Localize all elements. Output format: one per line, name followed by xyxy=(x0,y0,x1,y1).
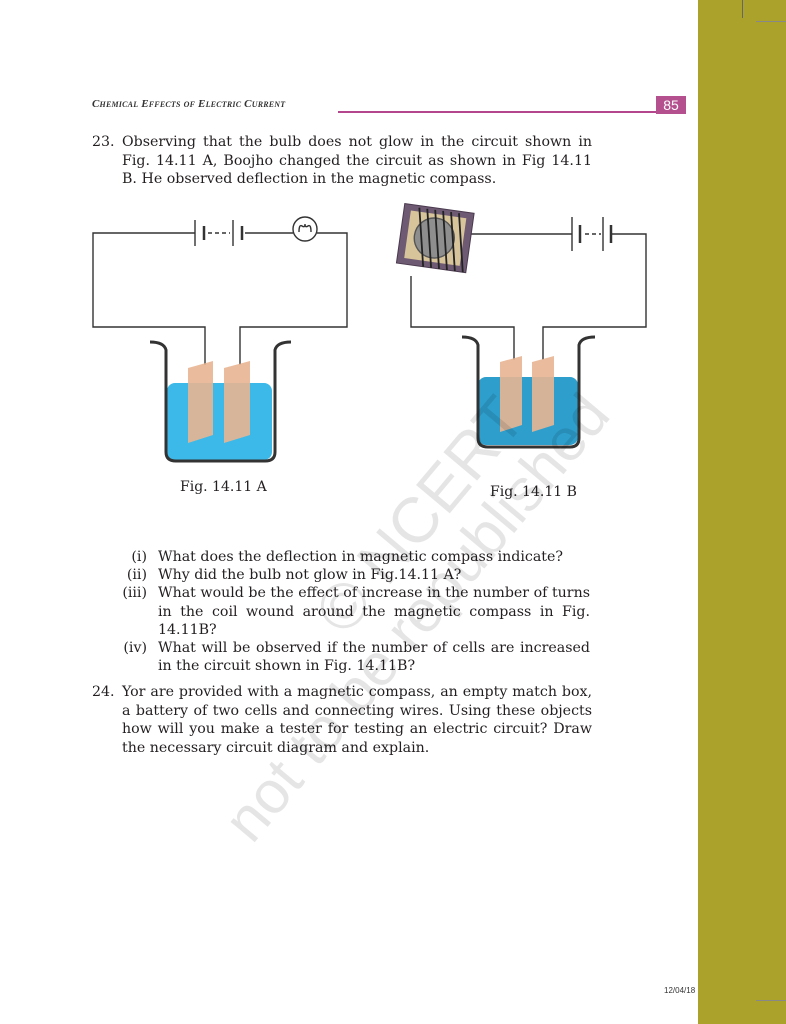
crop-mark xyxy=(742,0,743,18)
crop-mark xyxy=(756,21,786,22)
figure-14-11-b xyxy=(395,203,647,449)
wire xyxy=(239,232,348,365)
liquid xyxy=(167,383,272,460)
sub-question: (ii) Why did the bulb not glow in Fig.14.… xyxy=(110,566,590,584)
question-text: Observing that the bulb does not glow in… xyxy=(122,134,592,187)
question-text: Yor are provided with a magnetic compass… xyxy=(122,684,592,756)
sub-questions: (i) What does the deflection in magnetic … xyxy=(110,548,590,675)
sub-question-label: (i) xyxy=(131,549,147,565)
sub-question-text: What would be the effect of increase in … xyxy=(158,585,590,638)
page-number: 85 xyxy=(656,96,686,114)
electrode xyxy=(188,361,213,443)
crop-mark xyxy=(756,1000,786,1001)
battery-icon xyxy=(194,220,244,246)
bulb-icon xyxy=(292,216,318,242)
sub-question-text: What will be observed if the number of c… xyxy=(158,640,590,675)
compass-in-matchbox-icon xyxy=(395,203,475,274)
sub-question-label: (ii) xyxy=(126,567,147,584)
sub-question-label: (iii) xyxy=(122,585,147,602)
sub-question-text: Why did the bulb not glow in Fig.14.11 A… xyxy=(158,567,462,584)
sub-question: (i) What does the deflection in magnetic … xyxy=(110,548,590,566)
electrode xyxy=(224,361,250,443)
question-24: 24. Yor are provided with a magnetic com… xyxy=(92,683,592,757)
sub-question-label: (iv) xyxy=(123,640,147,657)
beaker xyxy=(149,340,292,463)
running-title: Chemical Effects of Electric Current xyxy=(92,98,286,110)
figure-caption-a: Fig. 14.11 A xyxy=(180,479,267,495)
question-23: 23. Observing that the bulb does not glo… xyxy=(92,133,592,189)
figure-14-11-a xyxy=(92,216,348,463)
question-number: 24. xyxy=(92,684,115,700)
sub-question-text: What does the deflection in magnetic com… xyxy=(158,549,564,565)
electrode xyxy=(532,356,554,432)
beaker xyxy=(461,335,596,449)
electrode xyxy=(500,356,522,432)
figure-caption-b: Fig. 14.11 B xyxy=(490,484,577,500)
wire xyxy=(410,276,515,360)
sub-question: (iv) What will be observed if the number … xyxy=(110,639,590,675)
battery-icon xyxy=(571,217,613,251)
wire xyxy=(542,233,647,360)
page-side-band xyxy=(698,0,786,1024)
question-number: 23. xyxy=(92,134,115,150)
wire xyxy=(92,232,206,365)
sub-question: (iii) What would be the effect of increas… xyxy=(110,584,590,639)
footer-date: 12/04/18 xyxy=(664,986,696,995)
header-rule xyxy=(338,111,656,113)
